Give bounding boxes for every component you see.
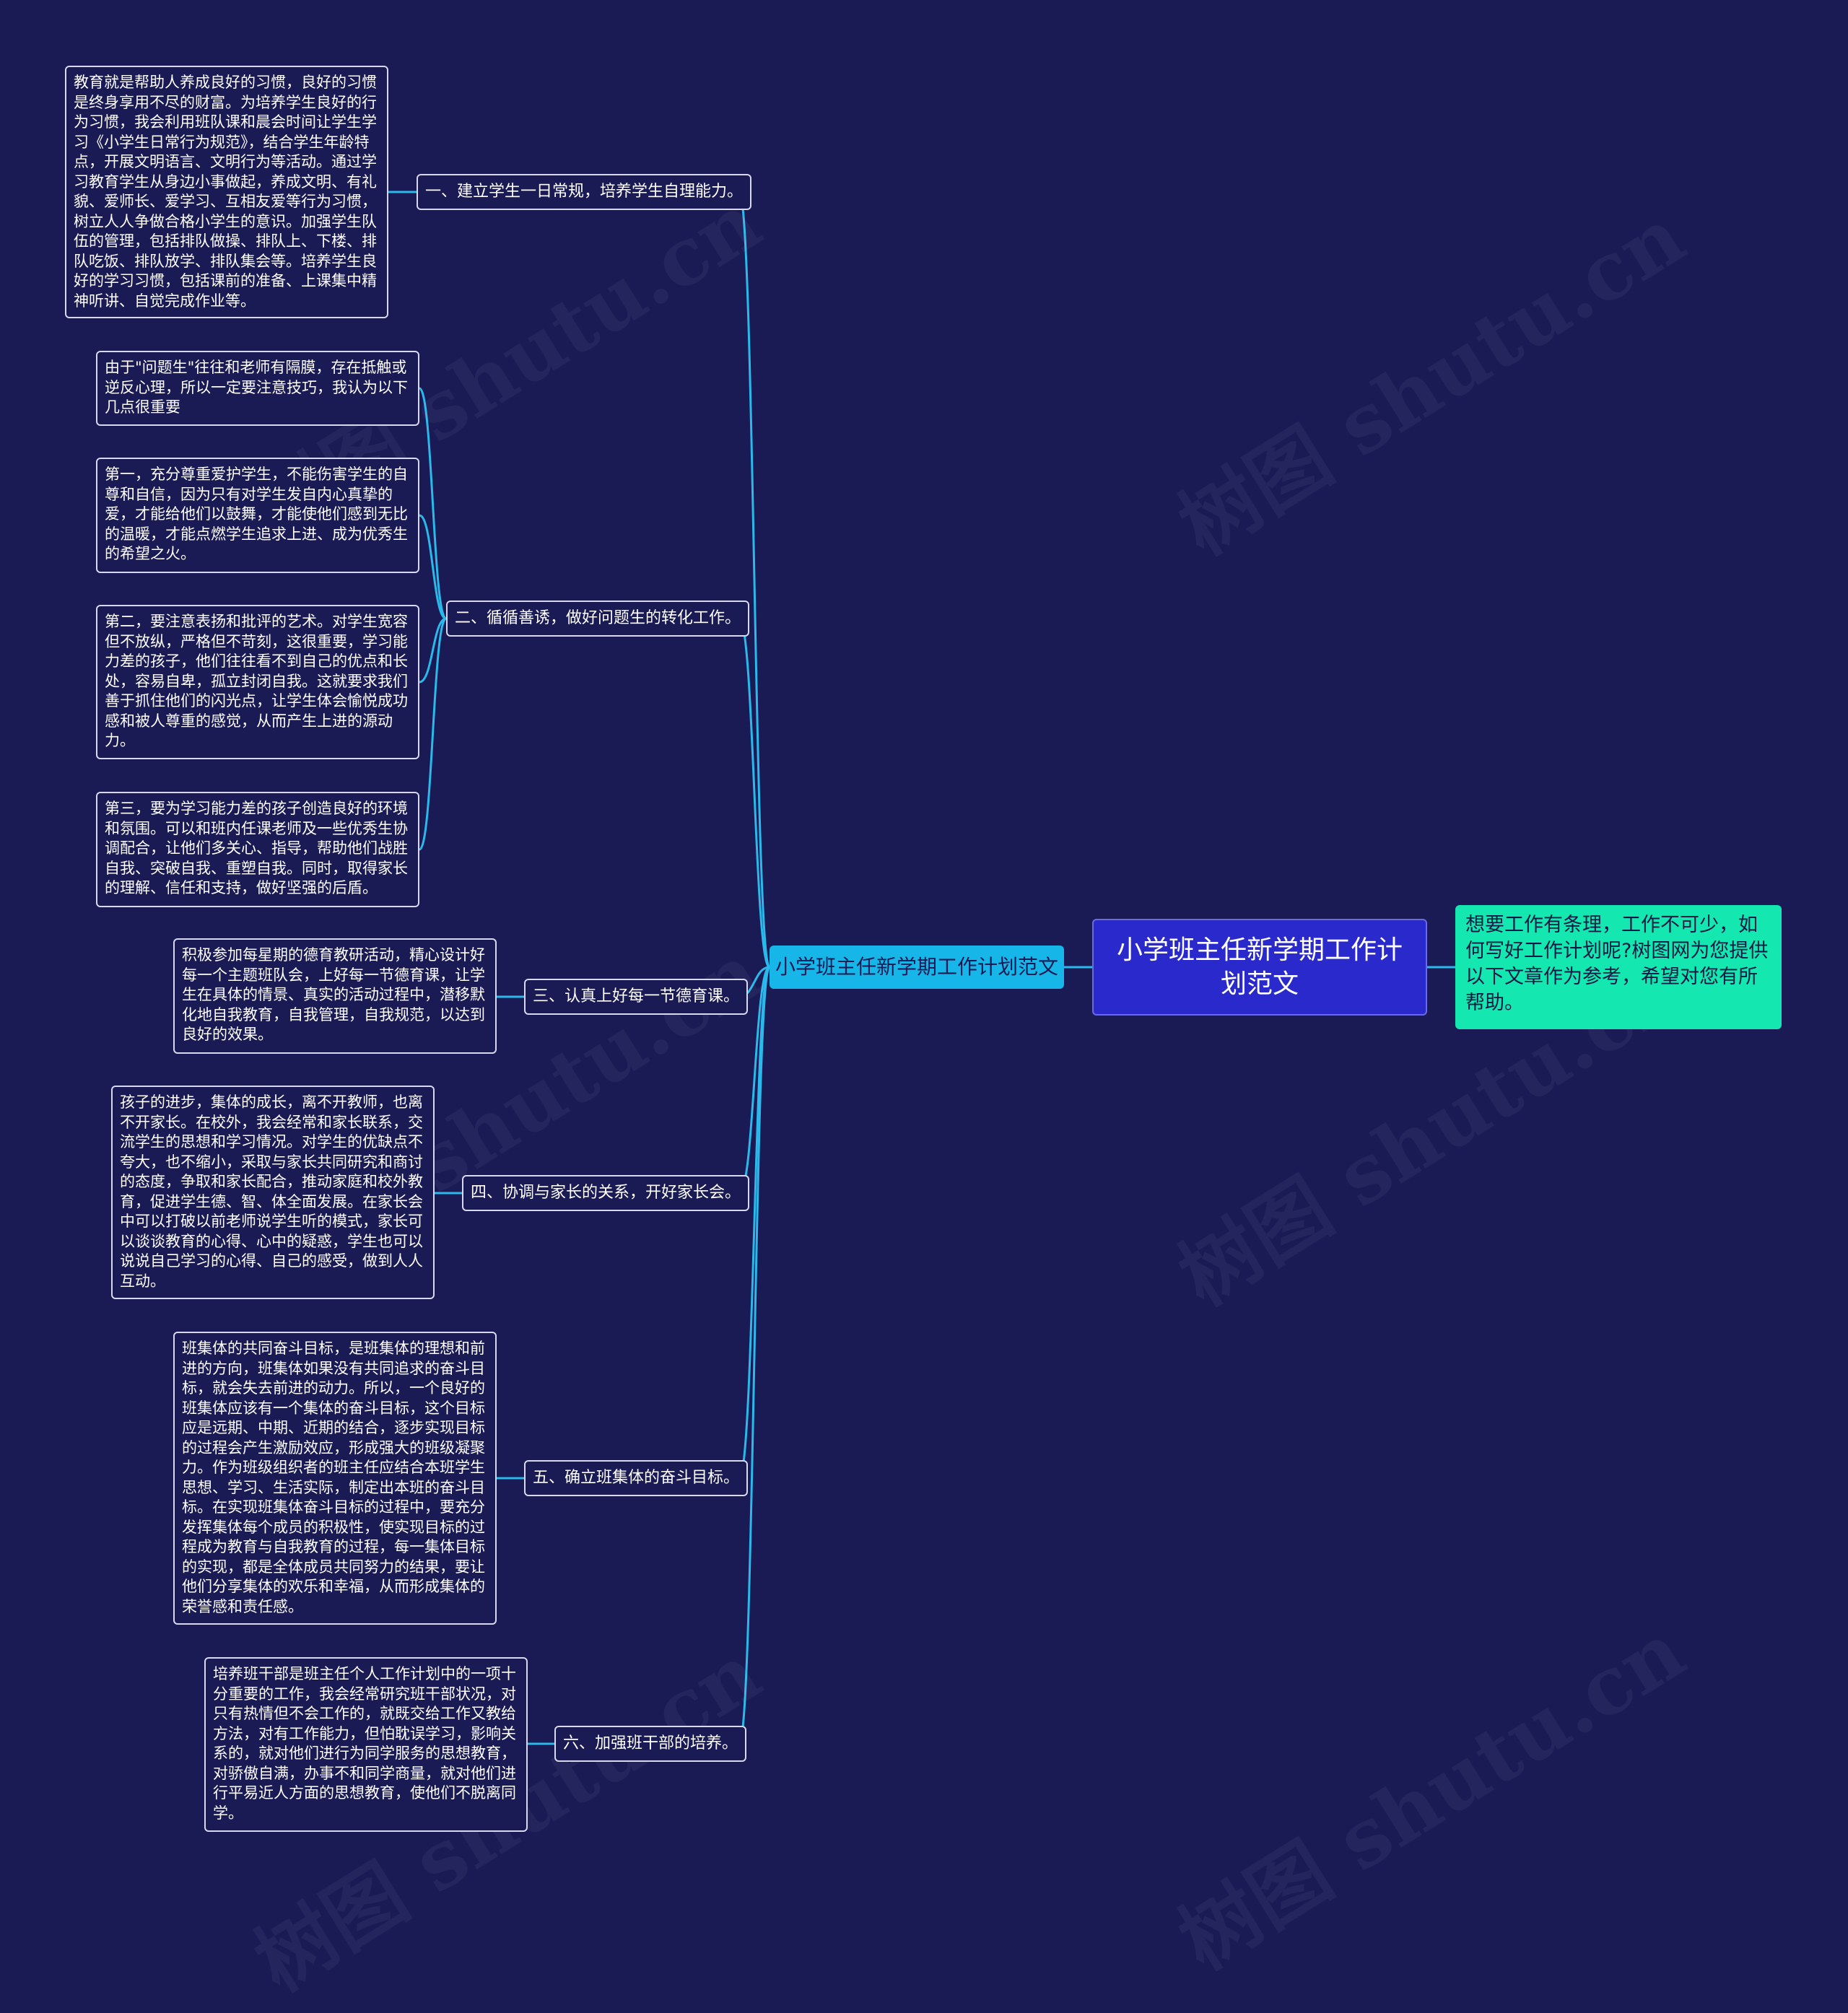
branch-label: 四、协调与家长的关系，开好家长会。: [471, 1184, 741, 1202]
subtitle-node[interactable]: 小学班主任新学期工作计划范文: [770, 946, 1064, 989]
leaf-note-text: 教育就是帮助人养成良好的习惯，良好的习惯是终身享用不尽的财富。为培养学生良好的行…: [74, 74, 377, 310]
branch-node-6[interactable]: 六、加强班干部的培养。: [554, 1726, 747, 1762]
branch-node-1[interactable]: 一、建立学生一日常规，培养学生自理能力。: [417, 174, 752, 210]
leaf-note-1[interactable]: 教育就是帮助人养成良好的习惯，良好的习惯是终身享用不尽的财富。为培养学生良好的行…: [65, 66, 388, 318]
branch-label: 五、确立班集体的奋斗目标。: [533, 1469, 740, 1487]
connector-subtitle-branch-2: [738, 617, 771, 969]
branch-node-2[interactable]: 二、循循善诱，做好问题生的转化工作。: [446, 601, 750, 637]
branch-node-3[interactable]: 三、认真上好每一节德育课。: [524, 979, 749, 1015]
branch-label: 二、循循善诱，做好问题生的转化工作。: [455, 609, 741, 627]
leaf-note-5[interactable]: 第三，要为学习能力差的孩子创造良好的环境和氛围。可以和班内任课老师及一些优秀生协…: [96, 792, 419, 907]
intro-note-node[interactable]: 想要工作有条理，工作不可少，如何写好工作计划呢?树图网为您提供以下文章作为参考，…: [1455, 905, 1782, 1029]
leaf-note-text: 第二，要注意表扬和批评的艺术。对学生宽容但不放纵，严格但不苛刻，这很重要，学习能…: [105, 613, 408, 749]
root-topic-title: 小学班主任新学期工作计划范文: [1116, 935, 1403, 999]
connector-subtitle-branch-1: [738, 191, 771, 969]
connector-branch2-leaf3: [419, 514, 447, 620]
branch-label: 一、建立学生一日常规，培养学生自理能力。: [425, 183, 744, 201]
leaf-note-text: 由于"问题生"往往和老师有隔膜，存在抵触或逆反心理，所以一定要注意技巧，我认为以…: [105, 359, 408, 416]
leaf-note-text: 班集体的共同奋斗目标，是班集体的理想和前进的方向，班集体如果没有共同追求的奋斗目…: [182, 1340, 485, 1615]
leaf-note-9[interactable]: 培养班干部是班主任个人工作计划中的一项十分重要的工作，我会经常研究班干部状况，对…: [204, 1657, 528, 1832]
connector-subtitle-branch-6: [738, 966, 771, 1745]
intro-note-text: 想要工作有条理，工作不可少，如何写好工作计划呢?树图网为您提供以下文章作为参考，…: [1465, 914, 1769, 1014]
leaf-note-text: 孩子的进步，集体的成长，离不开教师，也离不开家长。在校外，我会经常和家长联系，交…: [120, 1093, 423, 1290]
connector-lines: [388, 191, 1455, 1745]
branch-label: 六、加强班干部的培养。: [563, 1734, 738, 1752]
connector-branch2-leaf2: [418, 387, 448, 620]
leaf-note-text: 培养班干部是班主任个人工作计划中的一项十分重要的工作，我会经常研究班干部状况，对…: [213, 1665, 516, 1822]
branch-label: 三、认真上好每一节德育课。: [533, 987, 740, 1005]
branch-node-5[interactable]: 五、确立班集体的奋斗目标。: [524, 1460, 749, 1496]
leaf-note-8[interactable]: 班集体的共同奋斗目标，是班集体的理想和前进的方向，班集体如果没有共同追求的奋斗目…: [173, 1332, 497, 1625]
connector-branch2-leaf4: [419, 617, 447, 684]
leaf-note-2[interactable]: 由于"问题生"往往和老师有隔膜，存在抵触或逆反心理，所以一定要注意技巧，我认为以…: [96, 351, 419, 426]
leaf-note-6[interactable]: 积极参加每星期的德育教研活动，精心设计好每一个主题班队会，上好每一节德育课，让学…: [173, 938, 497, 1054]
leaf-note-text: 第一，充分尊重爱护学生，不能伤害学生的自尊和自信，因为只有对学生发自内心真挚的爱…: [105, 466, 408, 562]
leaf-note-text: 积极参加每星期的德育教研活动，精心设计好每一个主题班队会，上好每一节德育课，让学…: [182, 946, 485, 1043]
branch-node-4[interactable]: 四、协调与家长的关系，开好家长会。: [462, 1175, 750, 1211]
leaf-note-text: 第三，要为学习能力差的孩子创造良好的环境和氛围。可以和班内任课老师及一些优秀生协…: [105, 800, 408, 896]
leaf-note-7[interactable]: 孩子的进步，集体的成长，离不开教师，也离不开家长。在校外，我会经常和家长联系，交…: [111, 1086, 435, 1299]
leaf-note-3[interactable]: 第一，充分尊重爱护学生，不能伤害学生的自尊和自信，因为只有对学生发自内心真挚的爱…: [96, 458, 419, 573]
connector-branch2-leaf5: [418, 617, 448, 851]
mindmap-canvas: 树图 shutu.cn 树图 shutu.cn 树图 shutu.cn 树图 s…: [65, 66, 1782, 2009]
leaf-note-4[interactable]: 第二，要注意表扬和批评的艺术。对学生宽容但不放纵，严格但不苛刻，这很重要，学习能…: [96, 605, 419, 759]
subtitle-text: 小学班主任新学期工作计划范文: [775, 955, 1058, 979]
root-topic-node[interactable]: 小学班主任新学期工作计划范文: [1092, 919, 1427, 1016]
